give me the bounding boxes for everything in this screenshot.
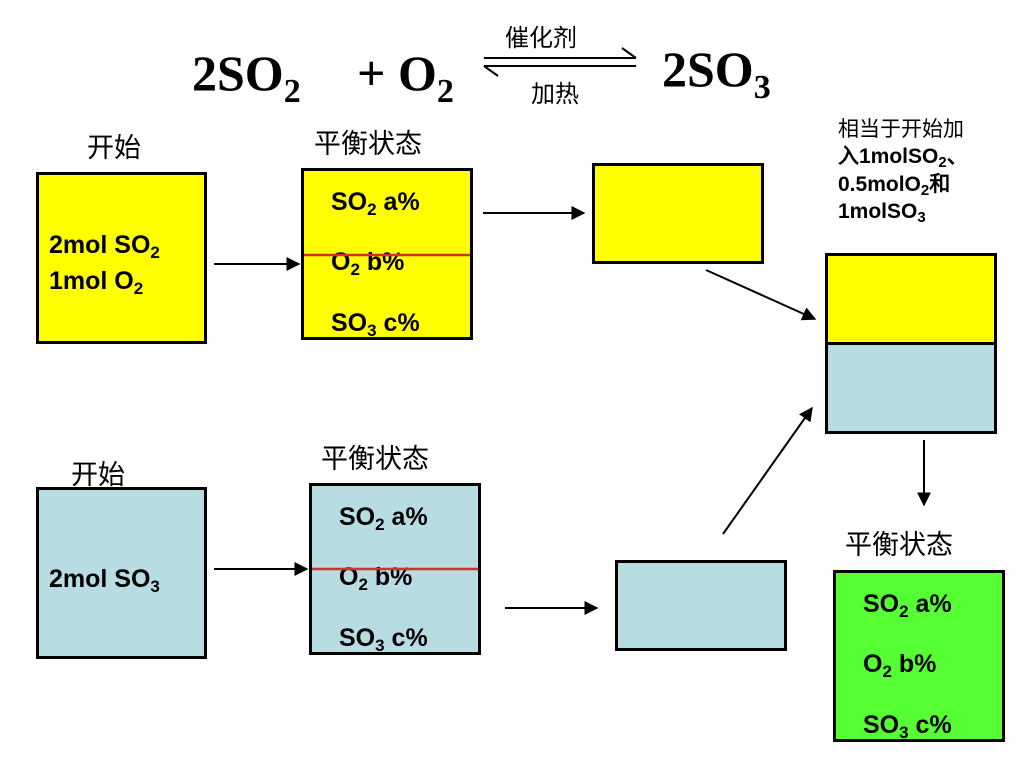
arrow-bottom-half-to-combined xyxy=(722,406,813,535)
top-eq-so3-val: c% xyxy=(376,309,420,337)
final-eq-so2-sub: 2 xyxy=(899,602,909,622)
bottom-half-box xyxy=(615,560,787,651)
final-eq-so2-text: SO xyxy=(863,590,900,618)
final-eq-so2-val: a% xyxy=(908,590,952,618)
final-eq-o2-sub: 2 xyxy=(882,662,892,682)
final-equilibrium-label: 平衡状态 xyxy=(845,530,953,561)
final-eq-o2-text: O xyxy=(863,650,883,678)
note-line2-sub: 2 xyxy=(938,154,947,172)
bottom-eq-so2-sub: 2 xyxy=(375,515,385,535)
bottom-start-line1-text: 2mol SO xyxy=(49,565,151,593)
catalyst-label: 催化剂 xyxy=(505,24,577,52)
final-eq-so3-sub: 3 xyxy=(899,723,909,743)
bottom-eq-o2-text: O xyxy=(339,563,359,591)
equation-o2-sub: 2 xyxy=(436,72,454,110)
top-half-box xyxy=(592,163,764,264)
top-eq-so2: SO2 a% xyxy=(331,188,420,219)
final-eq-o2: O2 b% xyxy=(863,650,937,681)
heat-label: 加热 xyxy=(531,80,579,108)
top-start-line2-text: 1mol O xyxy=(49,267,134,295)
equation-left-so2: 2SO2 xyxy=(192,45,301,108)
final-equilibrium-box: SO2 a% O2 b% SO3 c% xyxy=(833,570,1005,742)
top-start-line1-text: 2mol SO xyxy=(49,231,151,259)
bottom-eq-so3: SO3 c% xyxy=(339,624,428,655)
top-eq-so3-sub: 3 xyxy=(367,321,377,341)
note-line4-sub: 3 xyxy=(917,208,926,226)
note-line3: 0.5molO2和 xyxy=(838,171,968,198)
bottom-eq-so3-val: c% xyxy=(384,624,428,652)
top-eq-so2-text: SO xyxy=(331,188,368,216)
combined-box-bottom xyxy=(825,342,997,434)
bottom-eq-so2-val: a% xyxy=(384,503,428,531)
equation-plus-o2: + O2 xyxy=(357,45,454,108)
top-eq-o2-sub: 2 xyxy=(350,260,360,280)
reversible-arrow-icon xyxy=(483,47,637,77)
final-eq-so3-text: SO xyxy=(863,711,900,739)
equation-right-so3-sub: 3 xyxy=(753,68,771,106)
final-eq-so2: SO2 a% xyxy=(863,590,952,621)
equation-left-so2-text: 2SO xyxy=(192,45,284,101)
bottom-start-label: 开始 xyxy=(71,460,125,491)
bottom-start-line1: 2mol SO3 xyxy=(49,565,160,596)
top-start-line1: 2mol SO2 xyxy=(49,231,160,262)
equation-plus-o2-text: + O xyxy=(357,45,437,101)
bottom-eq-so2: SO2 a% xyxy=(339,503,428,534)
note-line4-text: 1molSO xyxy=(838,199,918,223)
bottom-eq-so2-text: SO xyxy=(339,503,376,531)
bottom-equilibrium-label: 平衡状态 xyxy=(321,444,429,475)
combined-box-top xyxy=(825,253,997,345)
equation-right-so3-text: 2SO xyxy=(662,41,754,97)
top-eq-o2-val: b% xyxy=(359,248,405,276)
top-eq-so2-val: a% xyxy=(376,188,420,216)
final-eq-o2-val: b% xyxy=(891,650,937,678)
arrow-top-half-to-combined xyxy=(705,269,817,321)
top-start-line2-sub: 2 xyxy=(133,279,144,299)
final-eq-so3-val: c% xyxy=(908,711,952,739)
equation-right-so3: 2SO3 xyxy=(662,41,771,104)
top-start-line1-sub: 2 xyxy=(150,243,160,263)
note-line3-sub: 2 xyxy=(920,181,930,199)
note-line2-text: 入1molSO xyxy=(838,145,939,169)
bottom-start-box: 2mol SO3 xyxy=(36,487,207,659)
bottom-eq-so3-text: SO xyxy=(339,624,376,652)
note-line1: 相当于开始加 xyxy=(838,117,964,141)
bottom-eq-o2-sub: 2 xyxy=(358,575,368,595)
top-equilibrium-label: 平衡状态 xyxy=(314,129,422,160)
note-line3-text: 0.5molO xyxy=(838,172,921,196)
bottom-eq-so3-sub: 3 xyxy=(375,636,385,656)
top-eq-so2-sub: 2 xyxy=(367,200,377,220)
final-eq-so3: SO3 c% xyxy=(863,711,952,742)
equation-left-so2-sub: 2 xyxy=(283,72,301,110)
top-start-label: 开始 xyxy=(87,133,141,164)
note-line4: 1molSO3 xyxy=(838,198,968,225)
top-eq-so3: SO3 c% xyxy=(331,309,420,340)
note-line2-tail: 、 xyxy=(946,145,968,169)
note-line2: 入1molSO2、 xyxy=(838,143,968,170)
note-line3-tail: 和 xyxy=(929,172,951,196)
top-start-box: 2mol SO2 1mol O2 xyxy=(36,172,207,344)
bottom-start-line1-sub: 3 xyxy=(150,577,160,597)
top-start-line2: 1mol O2 xyxy=(49,267,143,298)
equivalent-note: 相当于开始加 入1molSO2、 0.5molO2和 1molSO3 xyxy=(838,116,968,225)
top-eq-so3-text: SO xyxy=(331,309,368,337)
